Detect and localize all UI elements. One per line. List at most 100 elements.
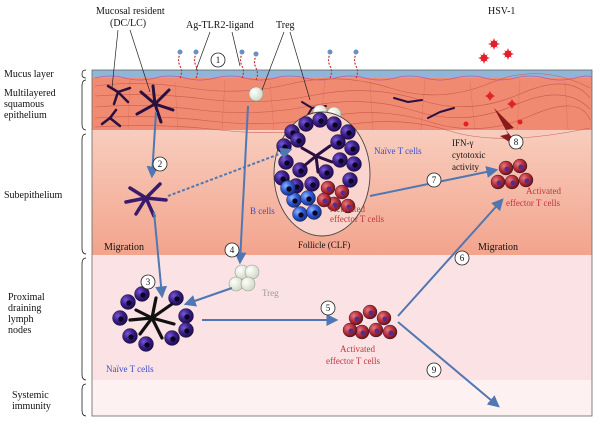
mucosal-resident-label-1: Mucosal resident bbox=[96, 6, 165, 17]
dendritic-cell bbox=[427, 107, 455, 119]
svg-text:9: 9 bbox=[432, 365, 437, 375]
activated-lymph-label-1: Activated bbox=[340, 344, 375, 354]
cell-nucleus bbox=[174, 296, 180, 302]
systemic-label-1: Systemic bbox=[12, 390, 49, 401]
ligand-molecule bbox=[239, 49, 245, 79]
treg-cell bbox=[248, 86, 264, 102]
svg-text:4: 4 bbox=[230, 245, 235, 255]
cell-nucleus bbox=[296, 138, 302, 144]
activated-follicle-label-2: effector T cells bbox=[330, 214, 384, 224]
lymph-band bbox=[92, 255, 592, 380]
ligand-molecule bbox=[193, 49, 199, 79]
cell-nucleus bbox=[340, 190, 346, 196]
cell-nucleus bbox=[346, 204, 352, 210]
cell-nucleus bbox=[382, 316, 388, 322]
lymph-node-cells bbox=[112, 286, 398, 352]
cell-nucleus bbox=[350, 146, 356, 152]
cell-nucleus bbox=[318, 118, 324, 124]
lightning-bolt-icon bbox=[494, 108, 522, 150]
left-brackets bbox=[81, 69, 87, 417]
cell-nucleus bbox=[286, 186, 292, 192]
cell-nucleus bbox=[126, 300, 132, 306]
systemic-band bbox=[92, 380, 592, 416]
leader-lines bbox=[111, 29, 311, 101]
cell-nucleus bbox=[346, 130, 352, 136]
cell-nucleus bbox=[184, 328, 190, 334]
migration-left-label: Migration bbox=[104, 242, 144, 253]
cell-nucleus bbox=[322, 198, 328, 204]
arrow-treg-lymph bbox=[183, 287, 233, 307]
step-8: 8 bbox=[508, 134, 524, 150]
b-cells-label: B cells bbox=[250, 206, 275, 216]
arrow-activated-down-right bbox=[397, 321, 500, 408]
step-markers: 1 2 3 4 5 6 7 8 9 bbox=[140, 52, 524, 378]
mucosal-resident-label-2: (DC/LC) bbox=[110, 18, 146, 29]
dendritic-cell bbox=[100, 108, 122, 128]
activated-lymph-label-2: effector T cells bbox=[326, 356, 380, 366]
step-7: 7 bbox=[426, 172, 442, 188]
dendritic-cell bbox=[393, 97, 423, 103]
naive-t-lymph-label: Naïve T cells bbox=[106, 364, 154, 374]
treg-top-label: Treg bbox=[276, 20, 295, 31]
cell-nucleus bbox=[298, 168, 304, 174]
cell-nucleus bbox=[352, 162, 358, 168]
virus-icon bbox=[488, 38, 500, 50]
mucus-waves bbox=[94, 75, 593, 81]
cell-nucleus bbox=[496, 180, 502, 186]
arrow-dc-follicle bbox=[167, 147, 293, 197]
dendritic-cell-follicle bbox=[300, 144, 334, 174]
arrow-treg-down bbox=[234, 105, 249, 265]
ligand-molecule bbox=[353, 49, 359, 79]
hsv-virus-particles bbox=[463, 38, 523, 127]
cell-nucleus bbox=[336, 140, 342, 146]
virus-icon bbox=[463, 121, 469, 127]
epithelium-label-3: epithelium bbox=[4, 110, 47, 121]
lymph-label-2: draining bbox=[8, 303, 41, 314]
cell-nucleus bbox=[284, 160, 290, 166]
cell-nucleus bbox=[388, 330, 394, 336]
step-1: 1 bbox=[210, 52, 226, 68]
ligand-molecule bbox=[327, 49, 333, 79]
cell-nucleus bbox=[144, 342, 150, 348]
systemic-label-2: immunity bbox=[12, 401, 51, 412]
cell-nucleus bbox=[348, 328, 354, 334]
cell-nucleus bbox=[128, 334, 134, 340]
mucus-layer-label: Mucus layer bbox=[4, 69, 54, 80]
arrow-dc-down-epithelium bbox=[146, 111, 159, 179]
ligand-molecule bbox=[253, 51, 259, 81]
mucus-band bbox=[92, 70, 592, 78]
activated-right-label-2: effector T cells bbox=[506, 198, 560, 208]
dendritic-cell bbox=[135, 84, 175, 124]
arrow-activated-up-right bbox=[397, 198, 504, 317]
ag-tlr2-label: Ag-TLR2-ligand bbox=[186, 20, 254, 31]
dendritic-cell-migrating bbox=[124, 182, 168, 218]
virus-icon bbox=[485, 91, 495, 101]
cell-nucleus bbox=[368, 310, 374, 316]
cell-nucleus bbox=[504, 166, 510, 172]
cell-nucleus bbox=[170, 336, 176, 342]
cell-nucleus bbox=[518, 164, 524, 170]
lymph-label-1: Proximal bbox=[8, 292, 45, 303]
step-3: 3 bbox=[140, 274, 156, 290]
cell-nucleus bbox=[332, 202, 338, 208]
cell-nucleus bbox=[338, 158, 344, 164]
frame-border bbox=[91, 69, 593, 417]
svg-text:5: 5 bbox=[326, 303, 331, 313]
cell-nucleus bbox=[326, 186, 332, 192]
cell-nucleus bbox=[312, 210, 318, 216]
cell-nucleus bbox=[118, 316, 124, 322]
migration-right-label: Migration bbox=[478, 242, 518, 253]
ifn-label-1: IFN-γ bbox=[452, 138, 473, 148]
treg-lymph-label: Treg bbox=[262, 288, 279, 298]
step-5: 5 bbox=[320, 300, 336, 316]
svg-text:6: 6 bbox=[460, 253, 465, 263]
cell-nucleus bbox=[292, 198, 298, 204]
lymph-label-4: nodes bbox=[8, 325, 31, 336]
follicle-label: Follicle (CLF) bbox=[298, 240, 350, 250]
ifn-label-2: cytotoxic bbox=[452, 150, 486, 160]
cell-nucleus bbox=[374, 328, 380, 334]
cell-nucleus bbox=[280, 176, 286, 182]
cell-nucleus bbox=[510, 180, 516, 186]
ligand-molecule bbox=[177, 49, 183, 79]
